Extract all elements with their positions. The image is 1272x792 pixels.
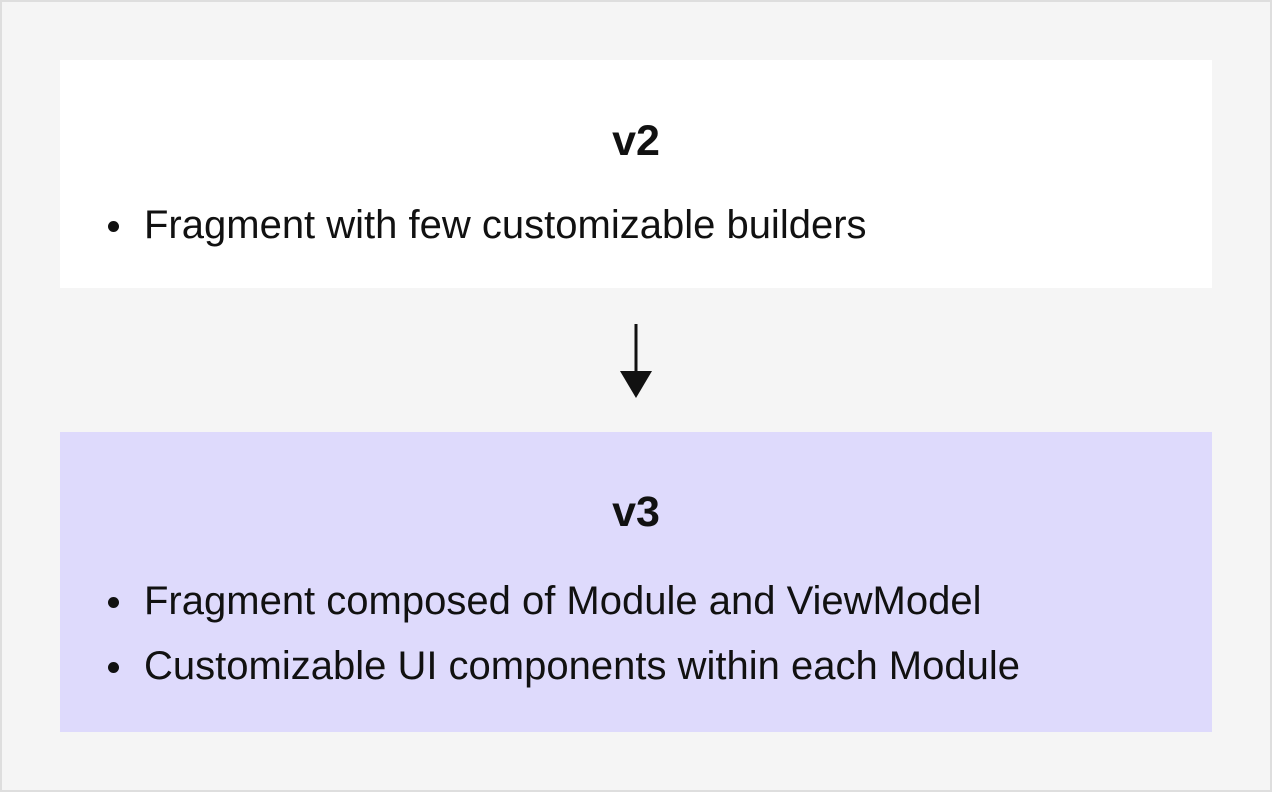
bullet-item-v2-1: Fragment with few customizable builders: [108, 193, 867, 258]
bullet-dot-icon: [108, 221, 119, 232]
version-box-v3: v3 Fragment composed of Module and ViewM…: [60, 432, 1212, 732]
bullet-dot-icon: [108, 662, 119, 673]
version-box-v2: v2 Fragment with few customizable builde…: [60, 60, 1212, 288]
bullet-text: Fragment composed of Module and ViewMode…: [144, 579, 982, 623]
version-title-v3: v3: [612, 488, 660, 536]
arrow-down-icon: [620, 324, 652, 398]
bullet-text: Fragment with few customizable builders: [144, 203, 867, 247]
bullet-item-v3-2: Customizable UI components within each M…: [108, 634, 1020, 699]
bullet-list-v2: Fragment with few customizable builders: [108, 193, 867, 258]
version-title-v2: v2: [612, 117, 660, 165]
bullet-dot-icon: [108, 597, 119, 608]
bullet-item-v3-1: Fragment composed of Module and ViewMode…: [108, 569, 1020, 634]
bullet-list-v3: Fragment composed of Module and ViewMode…: [108, 569, 1020, 699]
bullet-text: Customizable UI components within each M…: [144, 644, 1020, 688]
